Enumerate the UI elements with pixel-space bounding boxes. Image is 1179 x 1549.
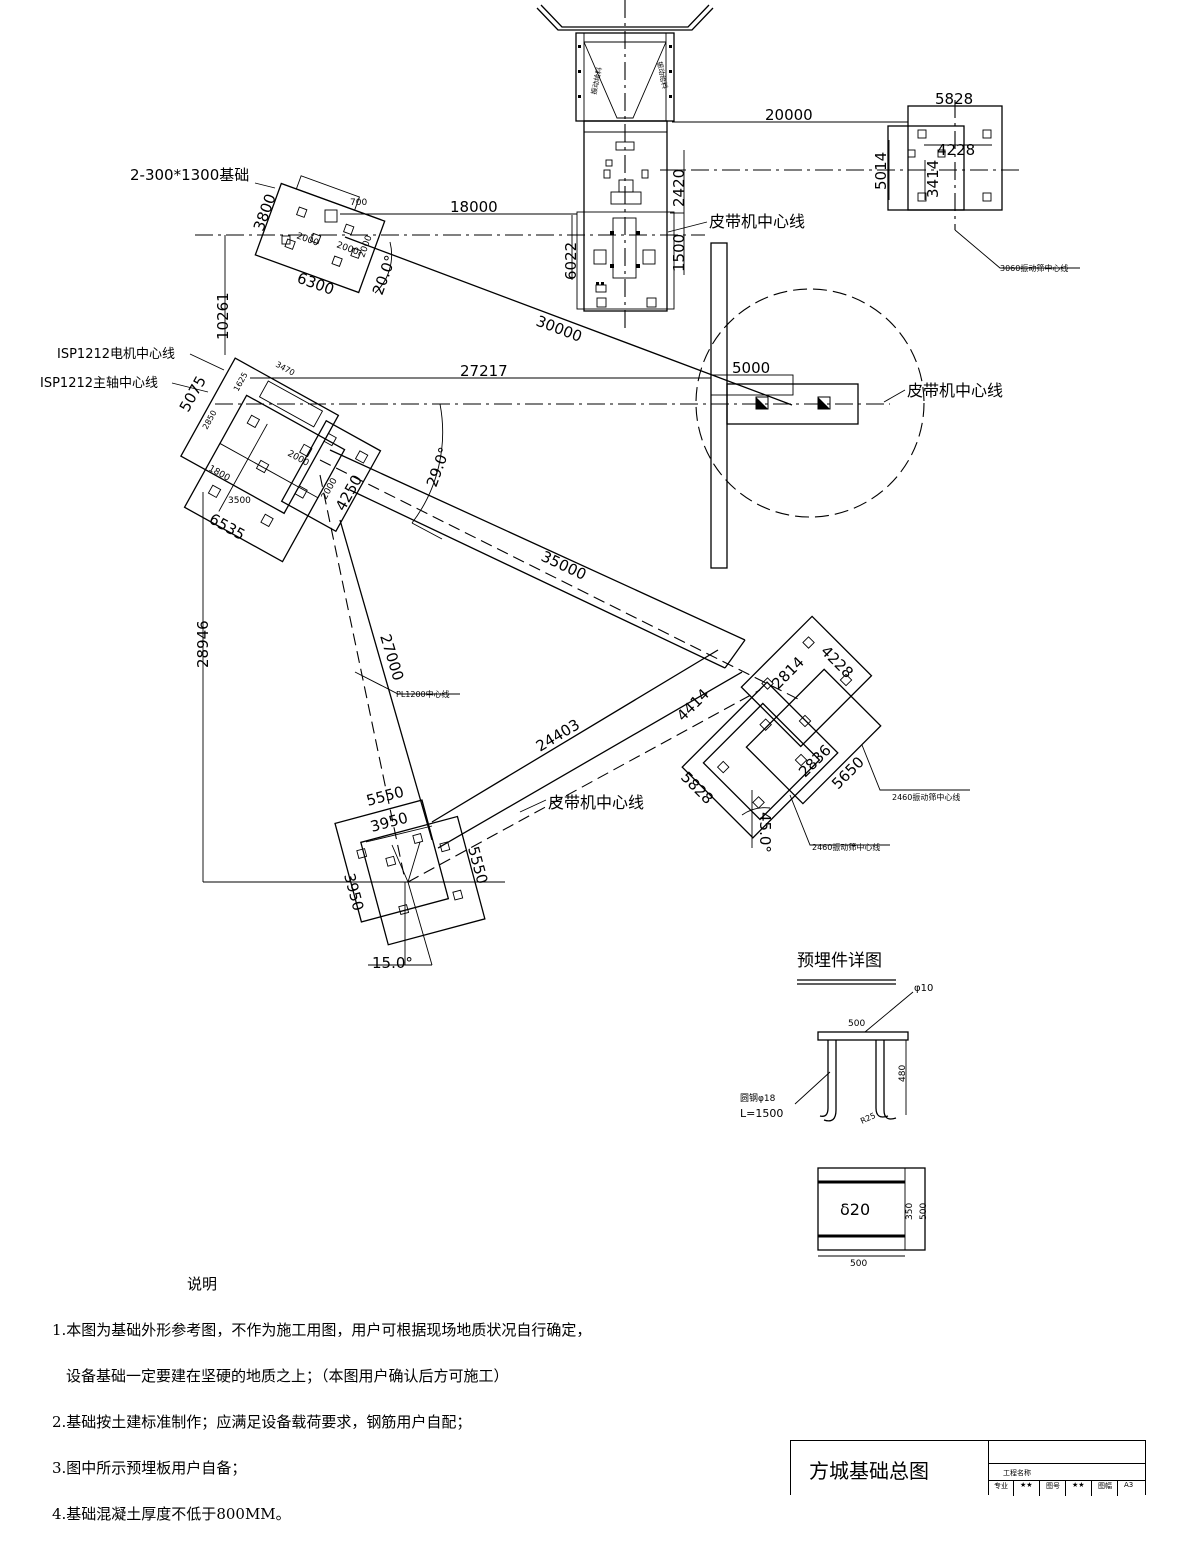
note-2: 2.基础按土建标准制作；应满足设备载荷要求，钢筋用户自配； (52, 1413, 472, 1431)
angle-20: 20.0° (369, 253, 400, 298)
dim-6022: 6022 (562, 242, 580, 280)
dim-3470: 3470 (274, 360, 296, 378)
crusher-foundation: 3470 1625 5075 2850 2000 2000 1800 3500 … (40, 347, 454, 563)
detail-length: L=1500 (740, 1107, 783, 1120)
label-shaft-centerline: ISP1212主轴中心线 (40, 376, 158, 391)
dim-4414: 4414 (673, 685, 713, 725)
title-block: 方城基础总图 工程名称 专业 ★★ 图号 ★★ 图幅 A3 (790, 1440, 1146, 1496)
dim-5000: 5000 (732, 359, 770, 377)
tb-cell-3: 图号 (1046, 1482, 1060, 1490)
dim-27217: 27217 (460, 362, 508, 380)
label-foundation: 2-300*1300基础 (130, 166, 249, 184)
dim-5075: 5075 (176, 373, 210, 415)
angle-29: 29.0° (423, 445, 454, 490)
dim-4250: 4250 (332, 472, 366, 514)
dim-1500: 1500 (670, 234, 688, 272)
dim-2814: 2814 (768, 653, 808, 693)
title-small: 工程名称 (1003, 1469, 1031, 1477)
label-2460-centerline-a: 2460振动筛中心线 (892, 792, 960, 802)
label-centerline-1: 皮带机中心线 (709, 212, 805, 231)
note-4: 4.基础混凝土厚度不低于800MM。 (52, 1505, 291, 1523)
detail-r25: R25 (859, 1111, 877, 1126)
dim-5550-right: 5550 (464, 844, 491, 886)
label-motor-centerline: ISP1212电机中心线 (57, 347, 175, 362)
dim-2000a: 2000 (295, 231, 320, 248)
dim-3414: 3414 (924, 160, 942, 198)
dim-20000: 20000 (765, 106, 813, 124)
dim-2420: 2420 (670, 169, 688, 207)
label-pl1200-centerline: PL1200中心线 (396, 689, 450, 699)
dim-700: 700 (350, 198, 367, 208)
detail-d20: δ20 (840, 1200, 870, 1219)
dim-2000d: 2000 (286, 449, 311, 469)
angle-45: 45.0° (756, 812, 774, 853)
belt-conveyor-right: 5000 皮带机中心线 (695, 242, 1003, 569)
dim-5014: 5014 (872, 152, 890, 190)
detail-dim-500a: 500 (848, 1019, 865, 1029)
label-2460-centerline-b: 2460振动筛中心线 (812, 842, 880, 852)
dim-1625: 1625 (232, 371, 250, 393)
dim-28946: 28946 (194, 620, 212, 668)
note-1: 1.本图为基础外形参考图，不作为施工用图，用户可根据现场地质状况自行确定， (52, 1321, 592, 1339)
dim-5828-right: 5828 (677, 768, 717, 808)
label-centerline-2: 皮带机中心线 (907, 381, 1003, 400)
foundation-upper-left: 3800 700 2000 2000 2000 6300 2-300*1300基… (130, 166, 577, 299)
tb-cell-4: ★★ (1072, 1481, 1085, 1489)
detail-dim-350: 350 (905, 1203, 915, 1220)
dim-2850: 2850 (201, 409, 219, 431)
angle-15: 15.0° (372, 954, 413, 972)
detail-dim-480: 480 (898, 1065, 908, 1082)
dim-5650: 5650 (828, 753, 868, 793)
detail-title: 预埋件详图 (797, 951, 882, 971)
dim-6535: 6535 (206, 510, 248, 544)
note-3: 3.图中所示预埋板用户自备； (52, 1459, 247, 1477)
dim-1800: 1800 (207, 464, 232, 484)
detail-dim-500b: 500 (850, 1259, 867, 1269)
dim-35000: 35000 (538, 547, 589, 583)
notes-head: 说明 (187, 1275, 218, 1293)
dim-10261: 10261 (214, 292, 232, 340)
tb-cell-1: 专业 (994, 1482, 1008, 1490)
hopper-label-right: 振动给料 (655, 61, 670, 90)
screen-3060: 20000 5828 4228 3414 5014 3060振动筛中心线 (660, 90, 1080, 273)
dim-18000: 18000 (450, 198, 498, 216)
label-centerline-3: 皮带机中心线 (548, 793, 644, 812)
tb-cell-2: ★★ (1020, 1481, 1033, 1489)
dim-6300: 6300 (295, 269, 337, 299)
screens-2460: 4228 2814 4414 2836 5650 5828 45.0° 2460… (673, 615, 970, 853)
dim-4228-right: 4228 (817, 642, 857, 682)
embedded-part-detail: 预埋件详图 500 φ10 480 圆钢φ18 L=1500 R25 δ20 3… (740, 951, 933, 1269)
detail-phi10: φ10 (914, 983, 933, 994)
dim-2000b: 2000 (335, 240, 360, 257)
dim-3500: 3500 (228, 496, 251, 506)
detail-bar: 圆钢φ18 (740, 1092, 776, 1104)
dim-5828-top: 5828 (935, 90, 973, 108)
notes-block: 说明 1.本图为基础外形参考图，不作为施工用图，用户可根据现场地质状况自行确定，… (52, 1250, 591, 1549)
dim-3950-left: 3950 (340, 871, 367, 913)
detail-dim-500: 500 (919, 1203, 929, 1220)
dim-3800: 3800 (250, 191, 280, 233)
foundation-bottom: 5550 3950 5550 3950 15.0° (334, 783, 491, 972)
note-1b: 设备基础一定要建在坚硬的地质之上；（本图用户确认后方可施工） (66, 1367, 509, 1385)
hopper-label-left: 振动给料 (589, 66, 604, 95)
tb-cell-6: A3 (1124, 1481, 1134, 1489)
drawing-title: 方城基础总图 (809, 1459, 929, 1483)
tb-cell-5: 图幅 (1098, 1482, 1112, 1490)
dim-4228-top: 4228 (937, 141, 975, 159)
foundation-drawing: 振动给料 振动给料 2420 1500 6022 (40, 0, 1080, 1269)
hopper-feeder: 振动给料 振动给料 2420 1500 6022 (536, 0, 714, 330)
label-3060-centerline: 3060振动筛中心线 (1000, 263, 1068, 273)
dim-27000: 27000 (376, 632, 407, 683)
